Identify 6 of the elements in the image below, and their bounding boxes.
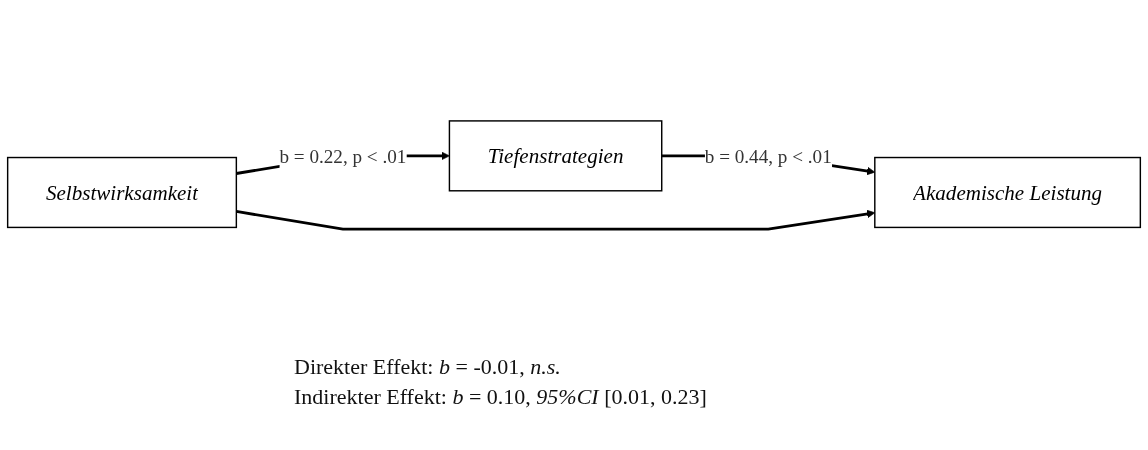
- effect-note: Direkter Effekt: b = -0.01, n.s.: [294, 354, 562, 380]
- node-box: Selbstwirksamkeit: [6, 156, 238, 229]
- edge-label: b = 0.22, p < .01: [279, 145, 407, 167]
- node-box: Tiefenstrategien: [448, 120, 663, 192]
- effect-note: Indirekter Effekt: b = 0.10, 95%CI [0.01, 0.23]: [294, 384, 708, 410]
- edge-label: b = 0.44, p < .01: [704, 145, 832, 167]
